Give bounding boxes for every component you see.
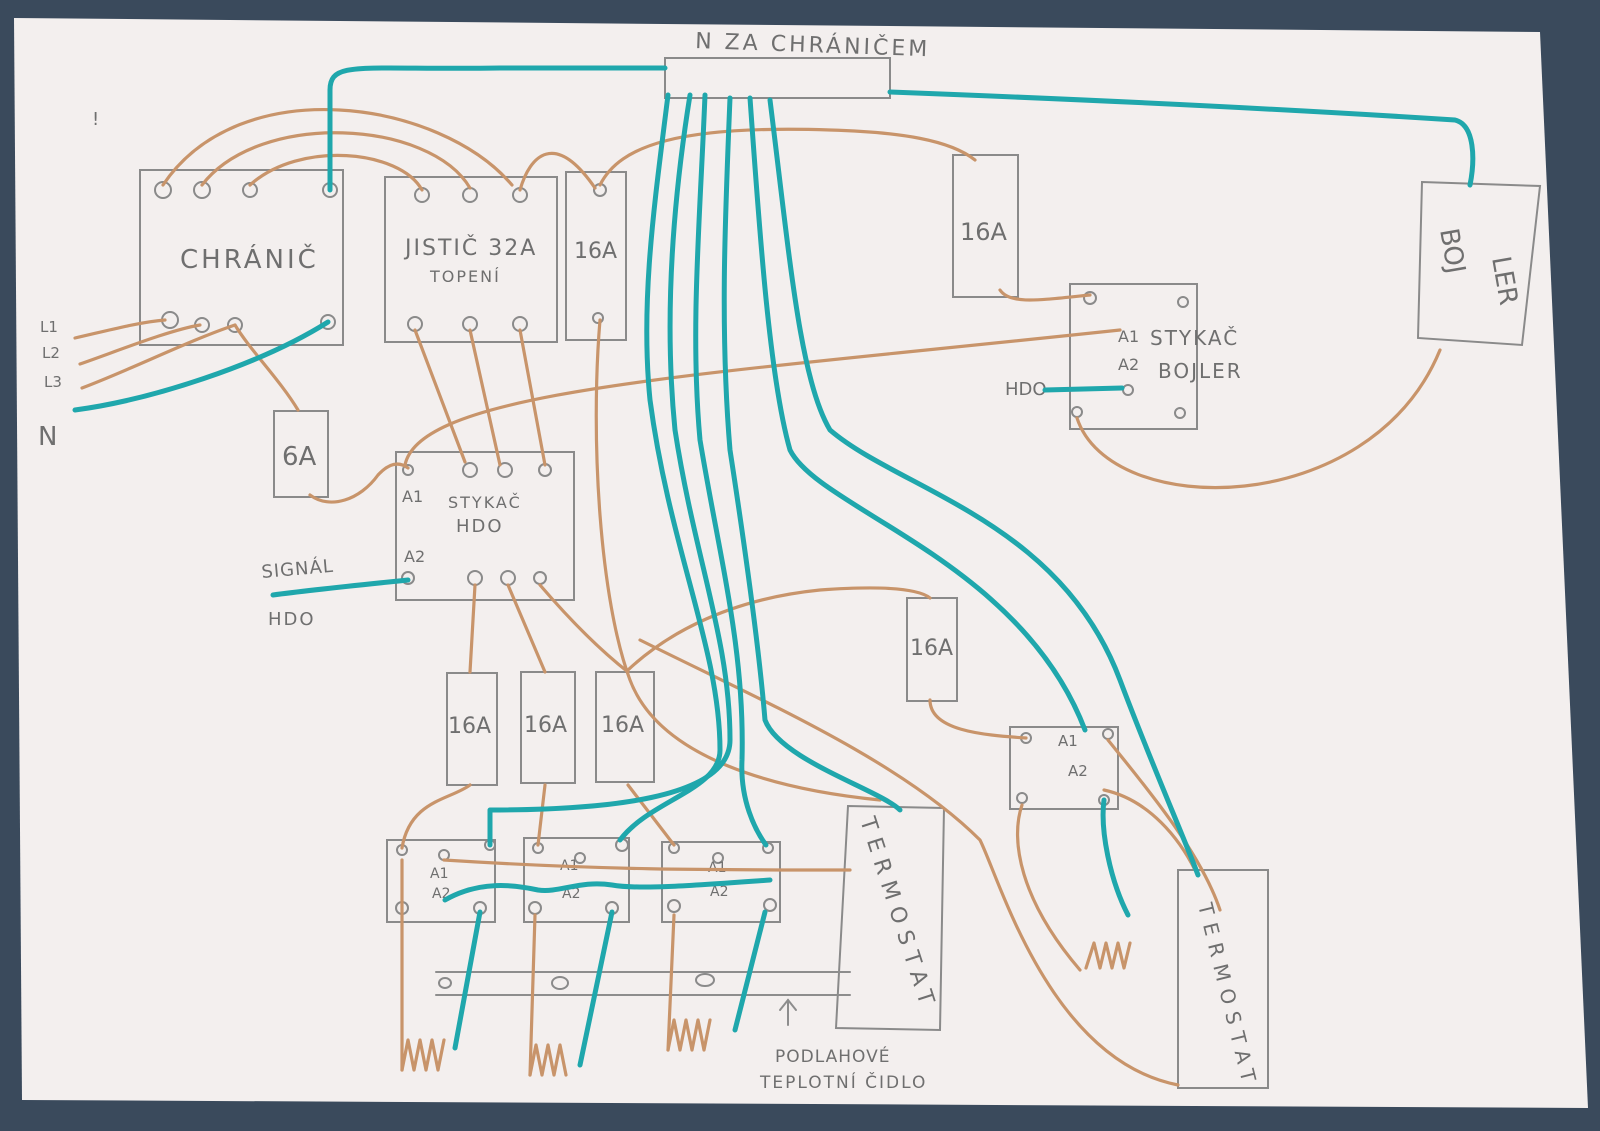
neutral-bar: [664, 57, 891, 99]
hdo-contactor-a1: A1: [402, 487, 423, 506]
phase-l2-label: L2: [42, 344, 60, 362]
signal-label-line2: HDO: [268, 609, 316, 630]
main-breaker-label-line1: JISTIČ 32A: [403, 235, 537, 261]
right-contactor-a2: A2: [1068, 762, 1088, 780]
fuse-b-box: [520, 671, 576, 784]
thermostat-left-box: [834, 804, 946, 1032]
boiler-contactor-a1: A1: [1118, 327, 1139, 346]
boiler-box: [1416, 180, 1542, 347]
fuse-right-label: 16A: [910, 636, 953, 661]
neutral-in-label: N: [38, 422, 57, 452]
fuse-c-label: 16A: [601, 713, 644, 738]
paper-sheet: [14, 18, 1588, 1108]
boiler-contactor-hdo: HDO: [1005, 379, 1047, 400]
contactor-1-a1: A1: [430, 866, 448, 882]
boiler-contactor-a2: A2: [1118, 355, 1139, 374]
fuse-boiler-label: 16A: [960, 218, 1008, 246]
main-breaker-box: [384, 176, 558, 343]
mark-label: !: [92, 109, 99, 130]
boiler-contactor-box: [1069, 283, 1198, 430]
floor-sensor: [435, 971, 851, 1026]
fuse-top-label: 16A: [574, 239, 617, 264]
fuse-right-box: [906, 597, 958, 702]
neutral-wires: [72, 65, 1476, 1068]
rcd-box: [139, 169, 344, 346]
fuse-a-box: [446, 672, 498, 786]
fuse-top-box: [565, 171, 627, 341]
sensor-label-line1: PODLAHOVÉ: [775, 1045, 890, 1067]
live-wires: [73, 108, 1442, 1087]
phase-l1-label: L1: [40, 318, 58, 336]
hdo-contactor-label-line2: HDO: [456, 516, 504, 537]
boiler-contactor-label-line1: STYKAČ: [1150, 326, 1239, 350]
rcd-label: CHRÁNIČ: [180, 243, 319, 275]
fuse-boiler-box: [952, 154, 1019, 298]
fuse-6a-box: [273, 410, 329, 498]
fuse-6a-label: 6A: [282, 442, 317, 472]
hdo-contactor-box: [395, 451, 575, 601]
fuse-b-label: 16A: [524, 713, 567, 738]
fuse-a-label: 16A: [448, 714, 491, 739]
hdo-contactor-a2: A2: [404, 547, 425, 566]
contactor-1: A1 A2: [386, 839, 496, 923]
right-contactor-a1: A1: [1058, 732, 1078, 750]
boiler-contactor-label-line2: BOJLER: [1158, 359, 1243, 383]
right-contactor-box: [1009, 726, 1119, 810]
fuse-c-box: [595, 671, 655, 783]
thermostat-right-box: [1177, 869, 1269, 1089]
sensor-label-line2: TEPLOTNÍ ČIDLO: [759, 1071, 927, 1093]
main-breaker-label-line2: TOPENÍ: [429, 267, 501, 286]
contactor-3-a2: A2: [710, 884, 728, 900]
phase-l3-label: L3: [44, 373, 62, 391]
contactor-3: A1 A2: [661, 841, 781, 923]
hdo-contactor-label-line1: STYKAČ: [448, 493, 522, 512]
